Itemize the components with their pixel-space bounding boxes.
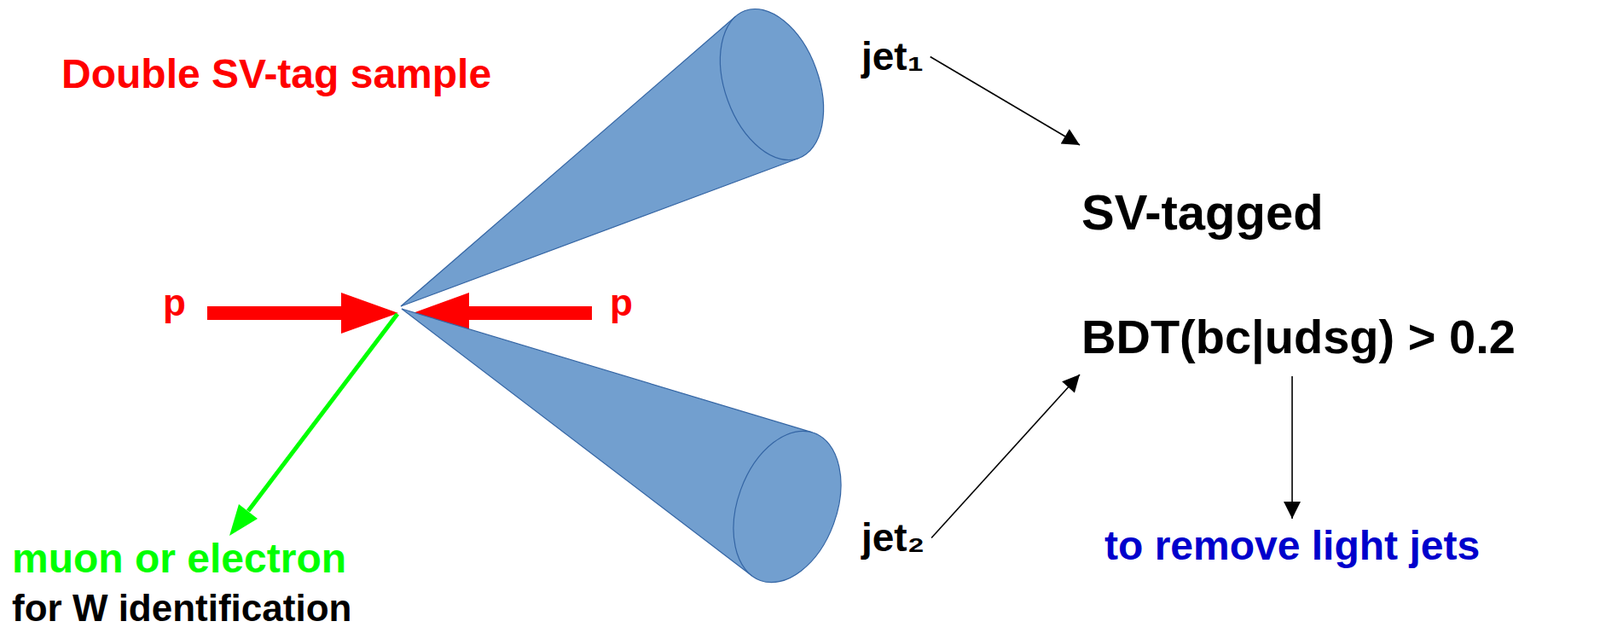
jet-label: jet₁ [861,34,924,80]
connector-arrow [931,374,1080,538]
beam-shaft [466,306,592,320]
cone-edge [401,308,813,433]
lepton-arrow [229,313,398,536]
beam-shaft [207,306,344,320]
proton-beam-left [207,292,399,334]
jet-label: jet₂ [861,515,925,561]
proton-label: p [162,281,186,325]
node-text: SV-tagged [1081,184,1516,242]
cone-edge [401,308,753,576]
cone-mouth [713,416,861,598]
connector-arrow [1291,376,1293,519]
diagram-title: Double SV-tag sample [61,50,492,98]
node-text: BDT(bc|udsg) > 0.2 [1081,309,1516,365]
jet-cone: jet₁ [392,0,931,312]
lepton-shaft [248,313,398,511]
node-text: to remove light jets [1104,521,1480,569]
note-text: for W identification [11,586,352,631]
cone-edge [400,157,799,307]
jet-cone: jet₂ [392,300,932,589]
proton-label: p [609,281,633,325]
jet-cone-shape [392,300,836,589]
connector-arrow [930,56,1080,145]
cone-mouth [701,0,843,174]
selection-criteria: SV-taggedBDT(bc|udsg) > 0.2 [1081,144,1516,375]
lepton-head [229,504,258,536]
lepton-label: muon or electron [11,534,347,582]
jet-cone-shape [392,0,836,312]
purpose-note: to remove light jets [1104,521,1480,569]
